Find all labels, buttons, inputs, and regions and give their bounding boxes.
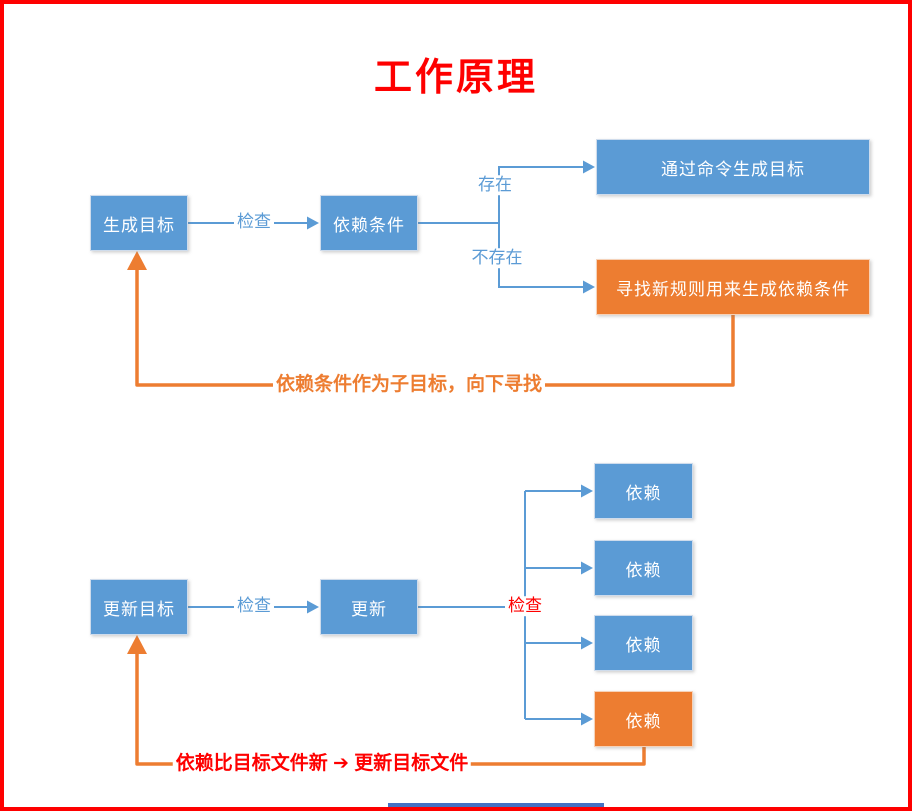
edge-label-check-red: 检查 — [505, 596, 545, 616]
bottom-blue-strip — [388, 803, 604, 807]
loop-label-1: 依赖条件作为子目标，向下寻找 — [272, 374, 546, 396]
node-dep-cond: 依赖条件 — [320, 195, 418, 251]
connector-lines — [127, 160, 735, 766]
edge-label-exists: 存在 — [475, 175, 515, 195]
edge-label-check-1: 检查 — [234, 212, 274, 232]
node-dep-1: 依赖 — [594, 463, 693, 519]
node-update-target: 更新目标 — [90, 579, 188, 635]
node-gen-target: 生成目标 — [90, 195, 188, 251]
orange-arrowheads — [127, 251, 147, 654]
node-dep-2: 依赖 — [594, 540, 693, 596]
node-gen-by-cmd: 通过命令生成目标 — [596, 139, 870, 195]
diagram-title: 工作原理 — [373, 57, 538, 99]
blue-arrowheads — [307, 160, 595, 726]
edge-label-not-exists: 不存在 — [468, 248, 526, 268]
node-find-rule: 寻找新规则用来生成依赖条件 — [596, 259, 870, 315]
node-update: 更新 — [320, 579, 418, 635]
node-dep-3: 依赖 — [594, 615, 693, 671]
edge-label-check-2: 检查 — [234, 596, 274, 616]
loop-label-2: 依赖比目标文件新 ➔ 更新目标文件 — [172, 753, 472, 775]
node-dep-4: 依赖 — [594, 691, 693, 747]
